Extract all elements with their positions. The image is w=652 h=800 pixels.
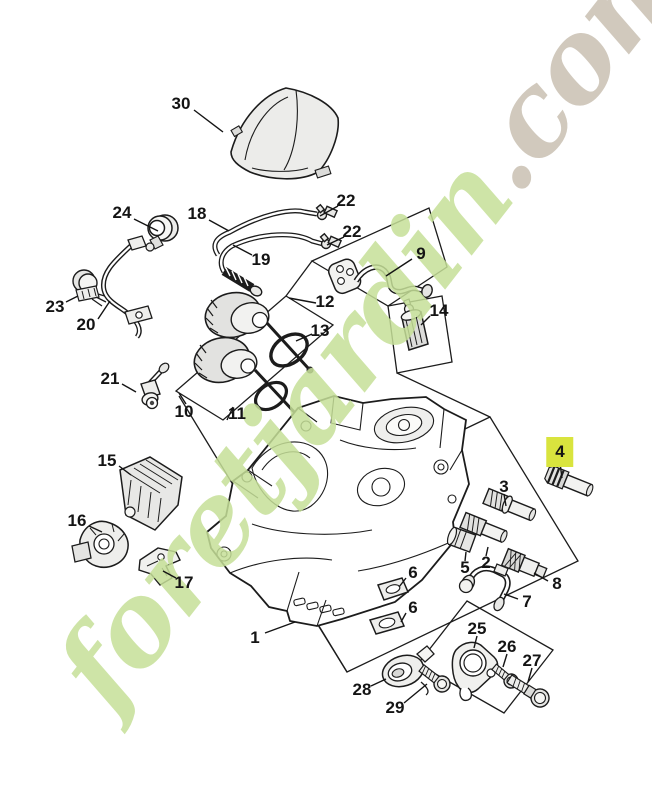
leader-line-28 [370, 678, 387, 687]
part-24-valve [145, 214, 179, 252]
part-7-elbow-pipe [458, 563, 511, 612]
part-2-stud [459, 511, 508, 543]
leader-line-9 [385, 258, 413, 277]
part-13-o-ring [269, 332, 309, 368]
part-6-plug [376, 577, 410, 601]
part-18-hose [212, 208, 318, 257]
leader-line-12 [288, 297, 317, 304]
part-4-stud-highlighted [544, 465, 594, 497]
part-5-sleeve [446, 526, 477, 553]
group-connector-line [396, 372, 491, 418]
leader-line-21 [121, 383, 137, 393]
leader-line-5 [464, 551, 467, 562]
hose-group-box [310, 207, 448, 307]
part-17-lever [138, 547, 181, 586]
leader-line-17 [162, 570, 177, 579]
leader-line-26 [502, 653, 508, 668]
part-21-elbow-connector [140, 362, 170, 410]
leader-line-22 [326, 236, 345, 246]
part-12-carburetor [204, 291, 314, 374]
part-9-elbow-hose [327, 258, 433, 299]
part-23-retainer [72, 269, 109, 307]
leader-line-20 [97, 300, 111, 320]
part-19-hose [218, 232, 324, 297]
leader-line-23 [65, 295, 79, 303]
part-27-screw [506, 674, 550, 708]
part-30-cover [230, 87, 340, 180]
group-connector-line [285, 260, 313, 297]
leader-line-3 [503, 493, 507, 507]
bracket-group-box [417, 600, 554, 714]
part-29-screw [418, 663, 451, 693]
leader-line-24 [133, 218, 159, 232]
leader-line-6 [398, 577, 407, 588]
leader-line-19 [232, 244, 253, 256]
leader-line-14 [420, 315, 431, 326]
part-28-grommet [381, 645, 435, 696]
leader-line-8 [533, 572, 549, 582]
watermark-text-green: foretjardin.com [26, 0, 652, 738]
leader-line-10 [178, 392, 187, 405]
leader-line-30 [193, 109, 224, 133]
leader-line-2 [485, 546, 489, 557]
part-3-stud [482, 487, 537, 522]
leader-line-13 [295, 333, 313, 342]
part-16-flange [71, 520, 129, 568]
part-6-plug [368, 611, 406, 635]
part-20-tube [100, 235, 153, 339]
watermark: foretjardin.com foretjardin.com [26, 0, 652, 738]
part-15-baffle [119, 456, 183, 531]
part-1-housing [205, 395, 470, 627]
part-14-fuel-filter [400, 298, 429, 351]
leader-line-18 [208, 219, 230, 232]
leader-line-6 [400, 612, 407, 623]
part-8-valve [500, 547, 548, 579]
leader-line-11 [226, 406, 234, 421]
part-11-o-ring [253, 380, 289, 412]
leader-lines [65, 109, 563, 704]
leader-line-1 [264, 621, 296, 634]
leader-line-29 [403, 683, 428, 704]
part-22-fitting [315, 203, 339, 221]
part-22-fitting [319, 232, 343, 250]
leader-line-25 [473, 635, 478, 649]
part-25-bracket [451, 641, 499, 702]
leader-line-16 [88, 525, 103, 533]
leader-line-27 [527, 667, 533, 683]
leader-line-15 [118, 465, 132, 476]
filter-group-box [387, 295, 453, 374]
leader-line-22 [319, 205, 339, 217]
leader-line-7 [503, 593, 519, 600]
